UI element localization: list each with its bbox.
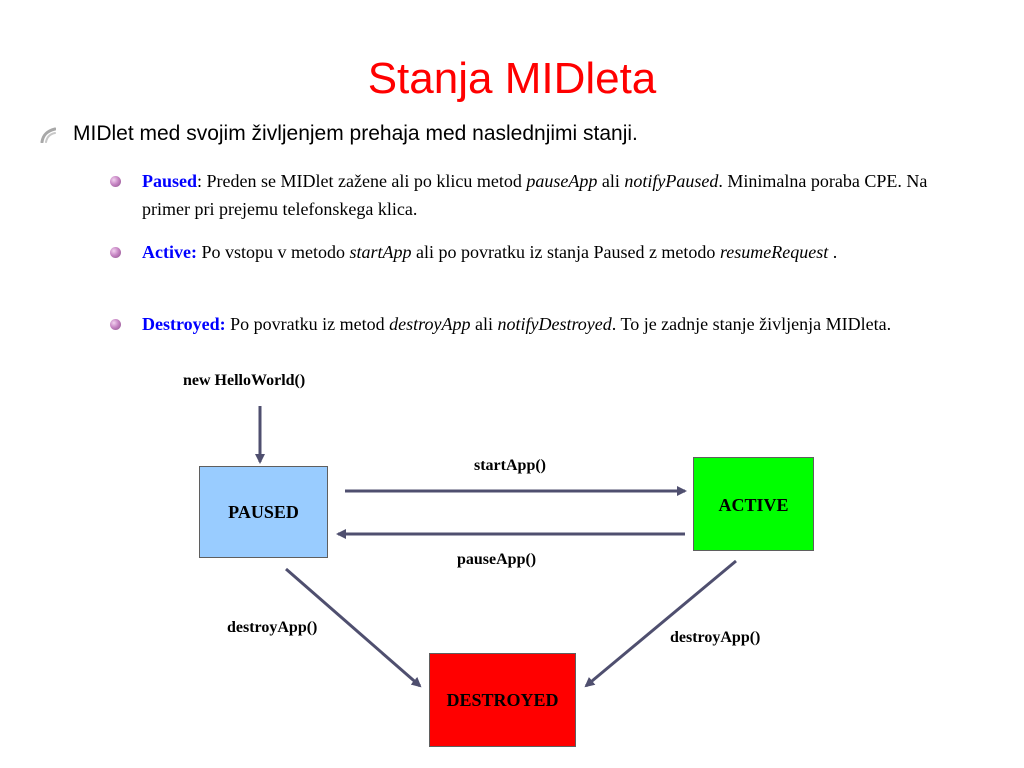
label-destroy-app-right: destroyApp(): [670, 629, 761, 646]
state-name: Paused: [142, 171, 198, 191]
lead-bullet-icon: [40, 127, 56, 143]
node-destroyed-label: DESTROYED: [446, 689, 559, 710]
state-desc: Po vstopu v metodo: [196, 242, 350, 262]
method-name: notifyPaused: [624, 171, 719, 191]
state-desc: ali: [597, 171, 625, 191]
intro-text: MIDlet med svojim življenjem prehaja med…: [73, 122, 638, 145]
state-desc: . Minimalna poraba CPE. Na primer pri pr…: [142, 171, 928, 219]
state-desc: Po povratku iz metod: [225, 314, 390, 334]
label-start-app: startApp(): [474, 457, 546, 474]
sphere-bullet-icon: [110, 319, 121, 330]
method-name: resumeRequest: [719, 242, 829, 262]
state-desc: : Preden se MIDlet zažene ali po klicu m…: [197, 171, 527, 191]
state-desc: .: [828, 242, 838, 262]
state-desc: ali: [470, 314, 498, 334]
label-destroy-app-left: destroyApp(): [227, 619, 318, 636]
method-name: destroyApp: [389, 314, 471, 334]
node-destroyed: DESTROYED: [429, 653, 576, 747]
node-paused-label: PAUSED: [228, 501, 299, 522]
method-name: pauseApp: [526, 171, 598, 191]
node-active: ACTIVE: [693, 457, 814, 551]
state-name: Destroyed:: [142, 314, 226, 334]
node-paused: PAUSED: [199, 466, 328, 558]
method-name: startApp: [349, 242, 412, 262]
label-pause-app: pauseApp(): [457, 551, 537, 568]
sphere-bullet-icon: [110, 247, 121, 258]
method-name: notifyDestroyed: [497, 314, 612, 334]
page-title: Stanja MIDleta: [367, 54, 657, 103]
sphere-bullet-icon: [110, 176, 121, 187]
state-desc: . To je zadnje stanje življenja MIDleta.: [611, 314, 892, 334]
state-name: Active:: [142, 242, 197, 262]
label-new-helloworld: new HelloWorld(): [183, 372, 306, 389]
node-active-label: ACTIVE: [718, 495, 789, 515]
arrow-destroy-right: [584, 559, 737, 688]
state-desc: ali po povratku iz stanja Paused z metod…: [411, 242, 720, 262]
arrow-destroy-left: [285, 567, 422, 688]
